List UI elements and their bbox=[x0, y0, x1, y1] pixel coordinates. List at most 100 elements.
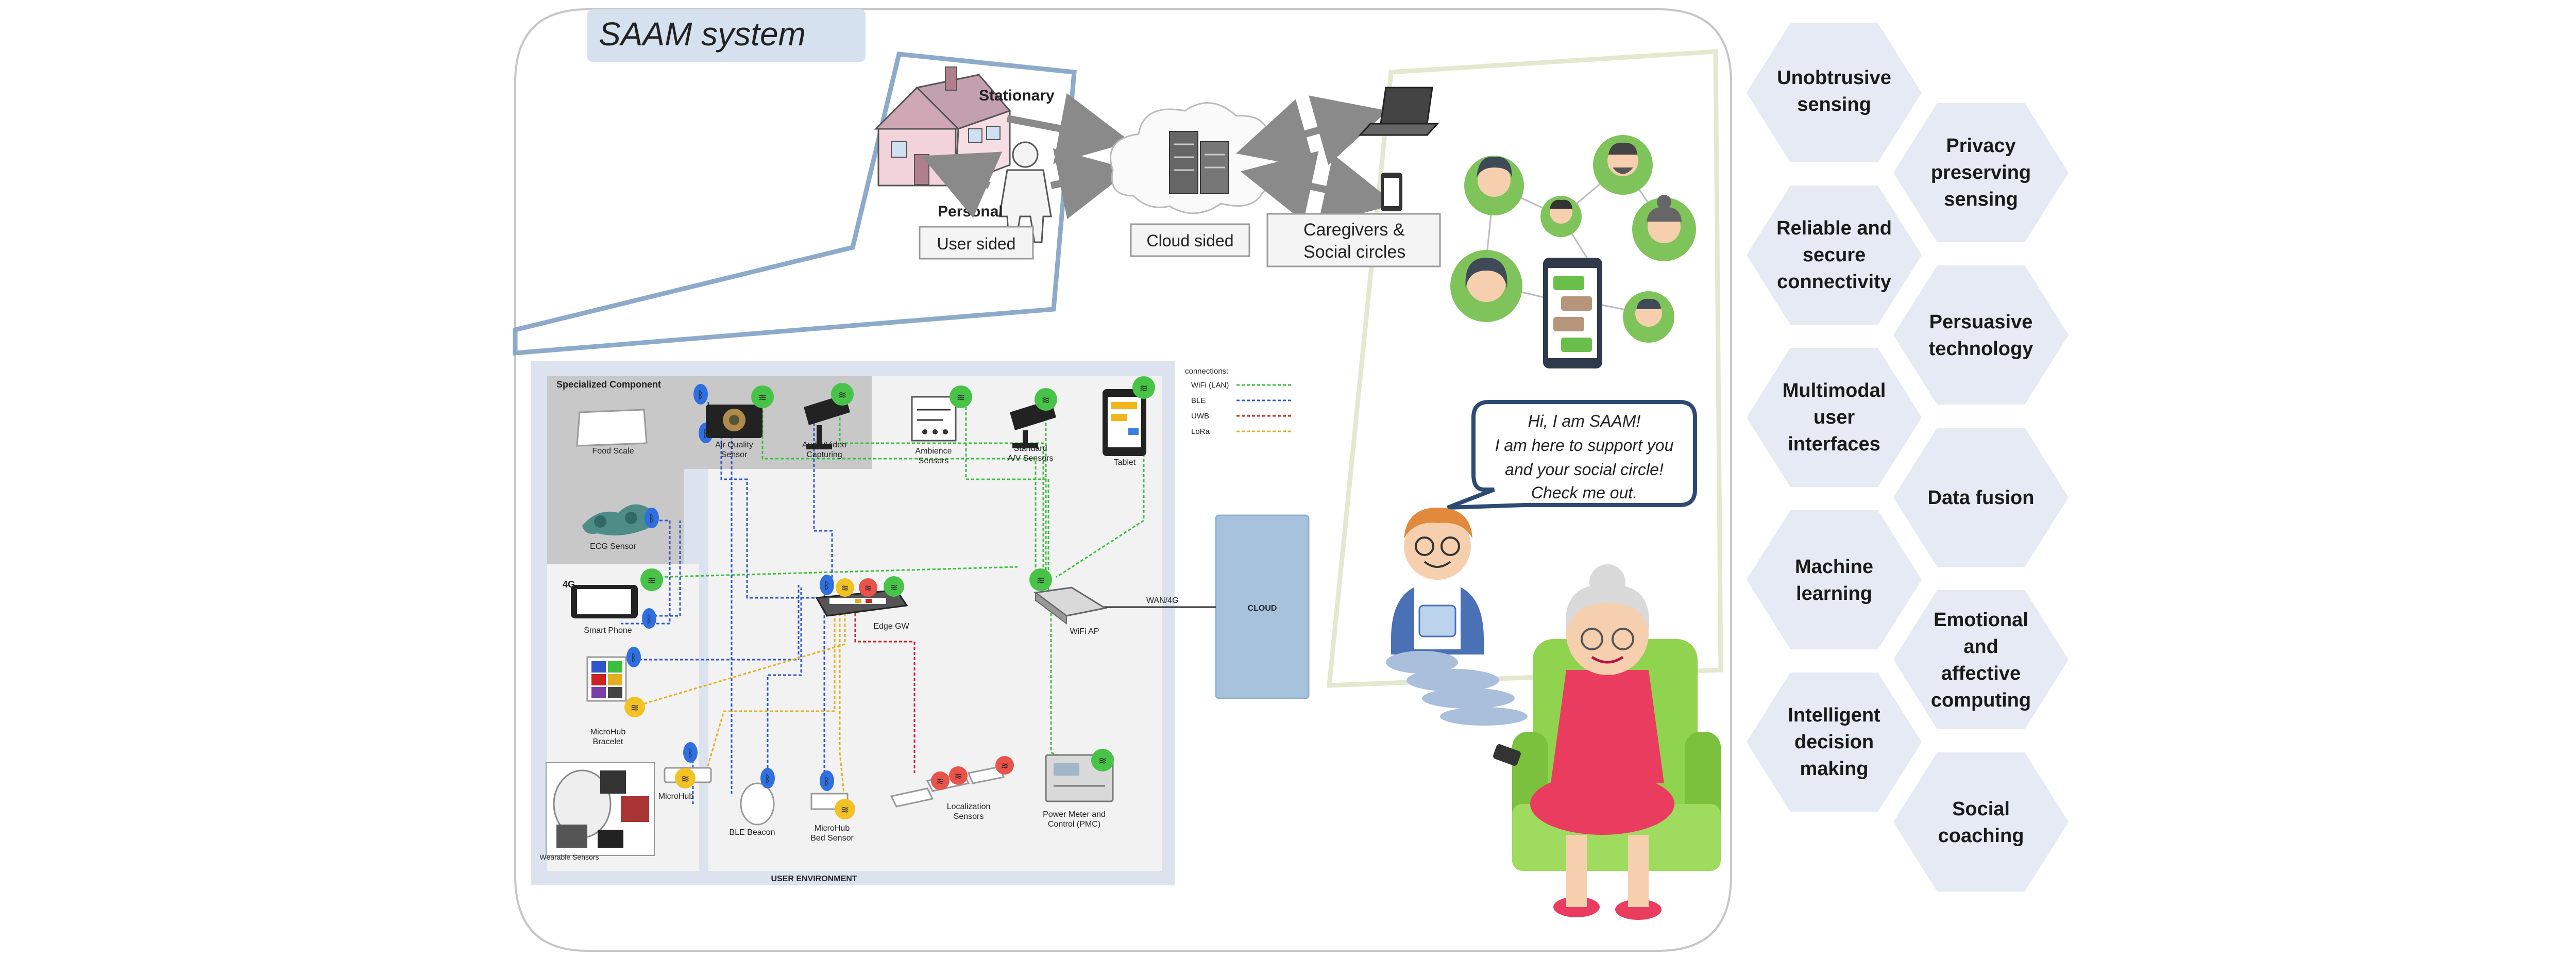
wearable-label: Wearable Sensors bbox=[540, 853, 599, 861]
speech-bubble bbox=[1447, 400, 1697, 510]
wifi-icon: ≋ bbox=[1091, 749, 1114, 771]
microhub-label: MicroHub bbox=[658, 792, 694, 801]
svg-text:ᛒ: ᛒ bbox=[698, 390, 704, 401]
user-sided-label: User sided bbox=[937, 234, 1016, 253]
edge-gw-label: Edge GW bbox=[873, 622, 909, 631]
feature-hex-decision bbox=[1747, 673, 1922, 812]
svg-text:≋: ≋ bbox=[1098, 755, 1107, 767]
ambience-label-2: Sensors bbox=[919, 457, 949, 465]
ecg-sensor-icon bbox=[582, 504, 654, 535]
bed-sensor-label-1: MicroHub bbox=[815, 824, 850, 833]
svg-text:ᛒ: ᛒ bbox=[824, 580, 830, 592]
cloud-icon bbox=[1110, 102, 1278, 214]
svg-text:≋: ≋ bbox=[1042, 395, 1050, 406]
chat-phone-icon bbox=[1543, 258, 1602, 368]
lora-connections bbox=[636, 603, 846, 804]
air-quality-label-2: Sensor bbox=[721, 450, 748, 459]
feature-hex-multimodal bbox=[1747, 348, 1922, 487]
specialized-component-label: Specialized Component bbox=[556, 379, 661, 390]
av-capturing-label-2: Capturing bbox=[806, 450, 842, 459]
feature-hex-fusion bbox=[1893, 428, 2069, 567]
tablet-label: Tablet bbox=[1114, 458, 1136, 467]
user-environment-label: USER ENVIRONMENT bbox=[771, 875, 857, 883]
lora-icon: ≋ bbox=[675, 768, 696, 788]
contact-avatar bbox=[1593, 135, 1653, 195]
localization-label-1: Localization bbox=[947, 802, 991, 811]
bracelet-label-1: MicroHub bbox=[590, 728, 626, 736]
lora-icon: ≋ bbox=[836, 578, 854, 597]
svg-text:ᛒ: ᛒ bbox=[631, 652, 637, 664]
svg-text:ᛒ: ᛒ bbox=[765, 774, 771, 785]
smart-phone-icon bbox=[571, 585, 638, 618]
standard-av-label-1: Standard bbox=[1014, 444, 1047, 453]
svg-text:≋: ≋ bbox=[631, 702, 639, 714]
social-outline bbox=[1327, 49, 1723, 688]
ble-beacon-label: BLE Beacon bbox=[730, 828, 775, 837]
ble-beacon-icon bbox=[740, 782, 775, 826]
bluetooth-icon: ᛒ bbox=[760, 768, 775, 788]
wifi-icon: ≋ bbox=[884, 576, 904, 597]
contact-avatar bbox=[1450, 250, 1522, 322]
food-scale-icon bbox=[576, 409, 648, 447]
wifi-icon: ≋ bbox=[640, 568, 663, 591]
wifi-icon: ≋ bbox=[1132, 376, 1155, 399]
cloud-box-label: CLOUD bbox=[1248, 604, 1277, 613]
uwb-icon: ≋ bbox=[949, 766, 968, 785]
wifi-icon: ≋ bbox=[950, 385, 972, 408]
svg-text:ᛒ: ᛒ bbox=[646, 614, 652, 625]
svg-text:≋: ≋ bbox=[864, 583, 872, 593]
user-sided-box bbox=[919, 226, 1034, 260]
svg-text:≋: ≋ bbox=[1037, 575, 1045, 586]
ambience-sensor-icon bbox=[911, 396, 957, 442]
bed-sensor-label-2: Bed Sensor bbox=[810, 834, 854, 843]
uwb-icon: ≋ bbox=[859, 578, 877, 597]
ambience-label-1: Ambience bbox=[915, 447, 952, 456]
wifi-icon: ≋ bbox=[1035, 388, 1057, 411]
uwb-connections bbox=[854, 608, 916, 773]
cloud-sided-label: Cloud sided bbox=[1147, 231, 1234, 250]
title-tab bbox=[587, 9, 866, 62]
wearable-sensors-image bbox=[546, 762, 655, 856]
lora-icon: ≋ bbox=[624, 697, 645, 717]
svg-text:≋: ≋ bbox=[758, 392, 767, 404]
connections-legend: WiFi (LAN) BLE UWB LoRa bbox=[1191, 381, 1293, 436]
stationary-label: Stationary bbox=[979, 87, 1055, 104]
svg-text:≋: ≋ bbox=[841, 804, 850, 816]
cloud-sided-box bbox=[1130, 223, 1250, 257]
feature-label: Data fusion bbox=[1928, 487, 2035, 509]
bluetooth-icon: ᛒ bbox=[626, 647, 641, 667]
person-icon bbox=[998, 141, 1052, 243]
svg-text:≋: ≋ bbox=[841, 583, 849, 593]
svg-text:≋: ≋ bbox=[648, 575, 656, 586]
bluetooth-icon: ᛒ bbox=[642, 608, 656, 629]
speech-line-1: Hi, I am SAAM! bbox=[1528, 412, 1641, 430]
svg-text:ᛒ: ᛒ bbox=[687, 748, 693, 759]
legend-uwb: UWB bbox=[1191, 412, 1209, 421]
wifi-icon: ≋ bbox=[751, 385, 774, 408]
svg-text:≋: ≋ bbox=[936, 776, 944, 786]
svg-text:≋: ≋ bbox=[1140, 383, 1148, 394]
uwb-icon: ≋ bbox=[931, 771, 950, 790]
feature-hex-privacy bbox=[1893, 103, 2069, 242]
svg-text:≋: ≋ bbox=[1001, 761, 1008, 771]
feature-hex-unobtrusive bbox=[1747, 23, 1922, 162]
caregivers-box bbox=[1266, 213, 1441, 267]
svg-text:≋: ≋ bbox=[890, 582, 897, 593]
speech-line-3: and your social circle! bbox=[1505, 460, 1664, 479]
bracelet-label-2: Bracelet bbox=[593, 737, 623, 746]
feature-hex-emotional bbox=[1893, 590, 2069, 729]
contact-avatar bbox=[1632, 195, 1696, 261]
phone-icon bbox=[1381, 173, 1402, 211]
air-quality-label-1: Air Quality bbox=[715, 441, 753, 449]
bluetooth-icon: ᛒ bbox=[645, 508, 659, 528]
feature-hex-persuasive bbox=[1893, 265, 2069, 405]
house-icon bbox=[874, 66, 1011, 187]
